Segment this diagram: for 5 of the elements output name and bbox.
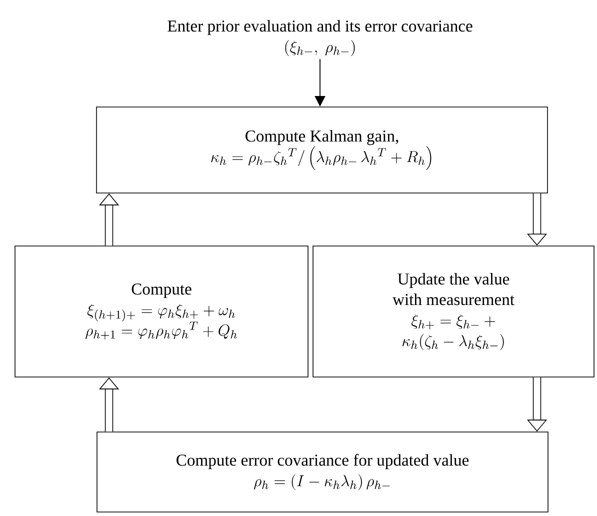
input-text: Enter prior evaluation and its error covariance $(\xi_{h-},\ \rho_{h-})$ <box>168 20 472 56</box>
process-box: Update the value with measurement $\xi_{h+} = \xi_{h-} + \kappa_h(\zeta_h - \lambda_h\xi_{h-})$ <box>312 246 594 378</box>
process-box: Compute $\xi_{(h+1)+} = \varphi_h\xi_{h+} + \omega_h$ $\rho_{h+1} = \varphi_h\rho_h\varphi_h{}^T + Q_h$ <box>14 246 308 378</box>
process-box: Compute error covariance for updated value $\rho_h = (I - \kappa_h\lambda_h)\,\rho_{h-}$ <box>96 432 548 512</box>
process-box: Compute Kalman gain, $\kappa_h = \rho_{h-}\zeta_h{}^T/\left(\lambda_h\rho_{h-}\,\lambda_h{}^T + R_h\right)$ <box>96 106 548 194</box>
